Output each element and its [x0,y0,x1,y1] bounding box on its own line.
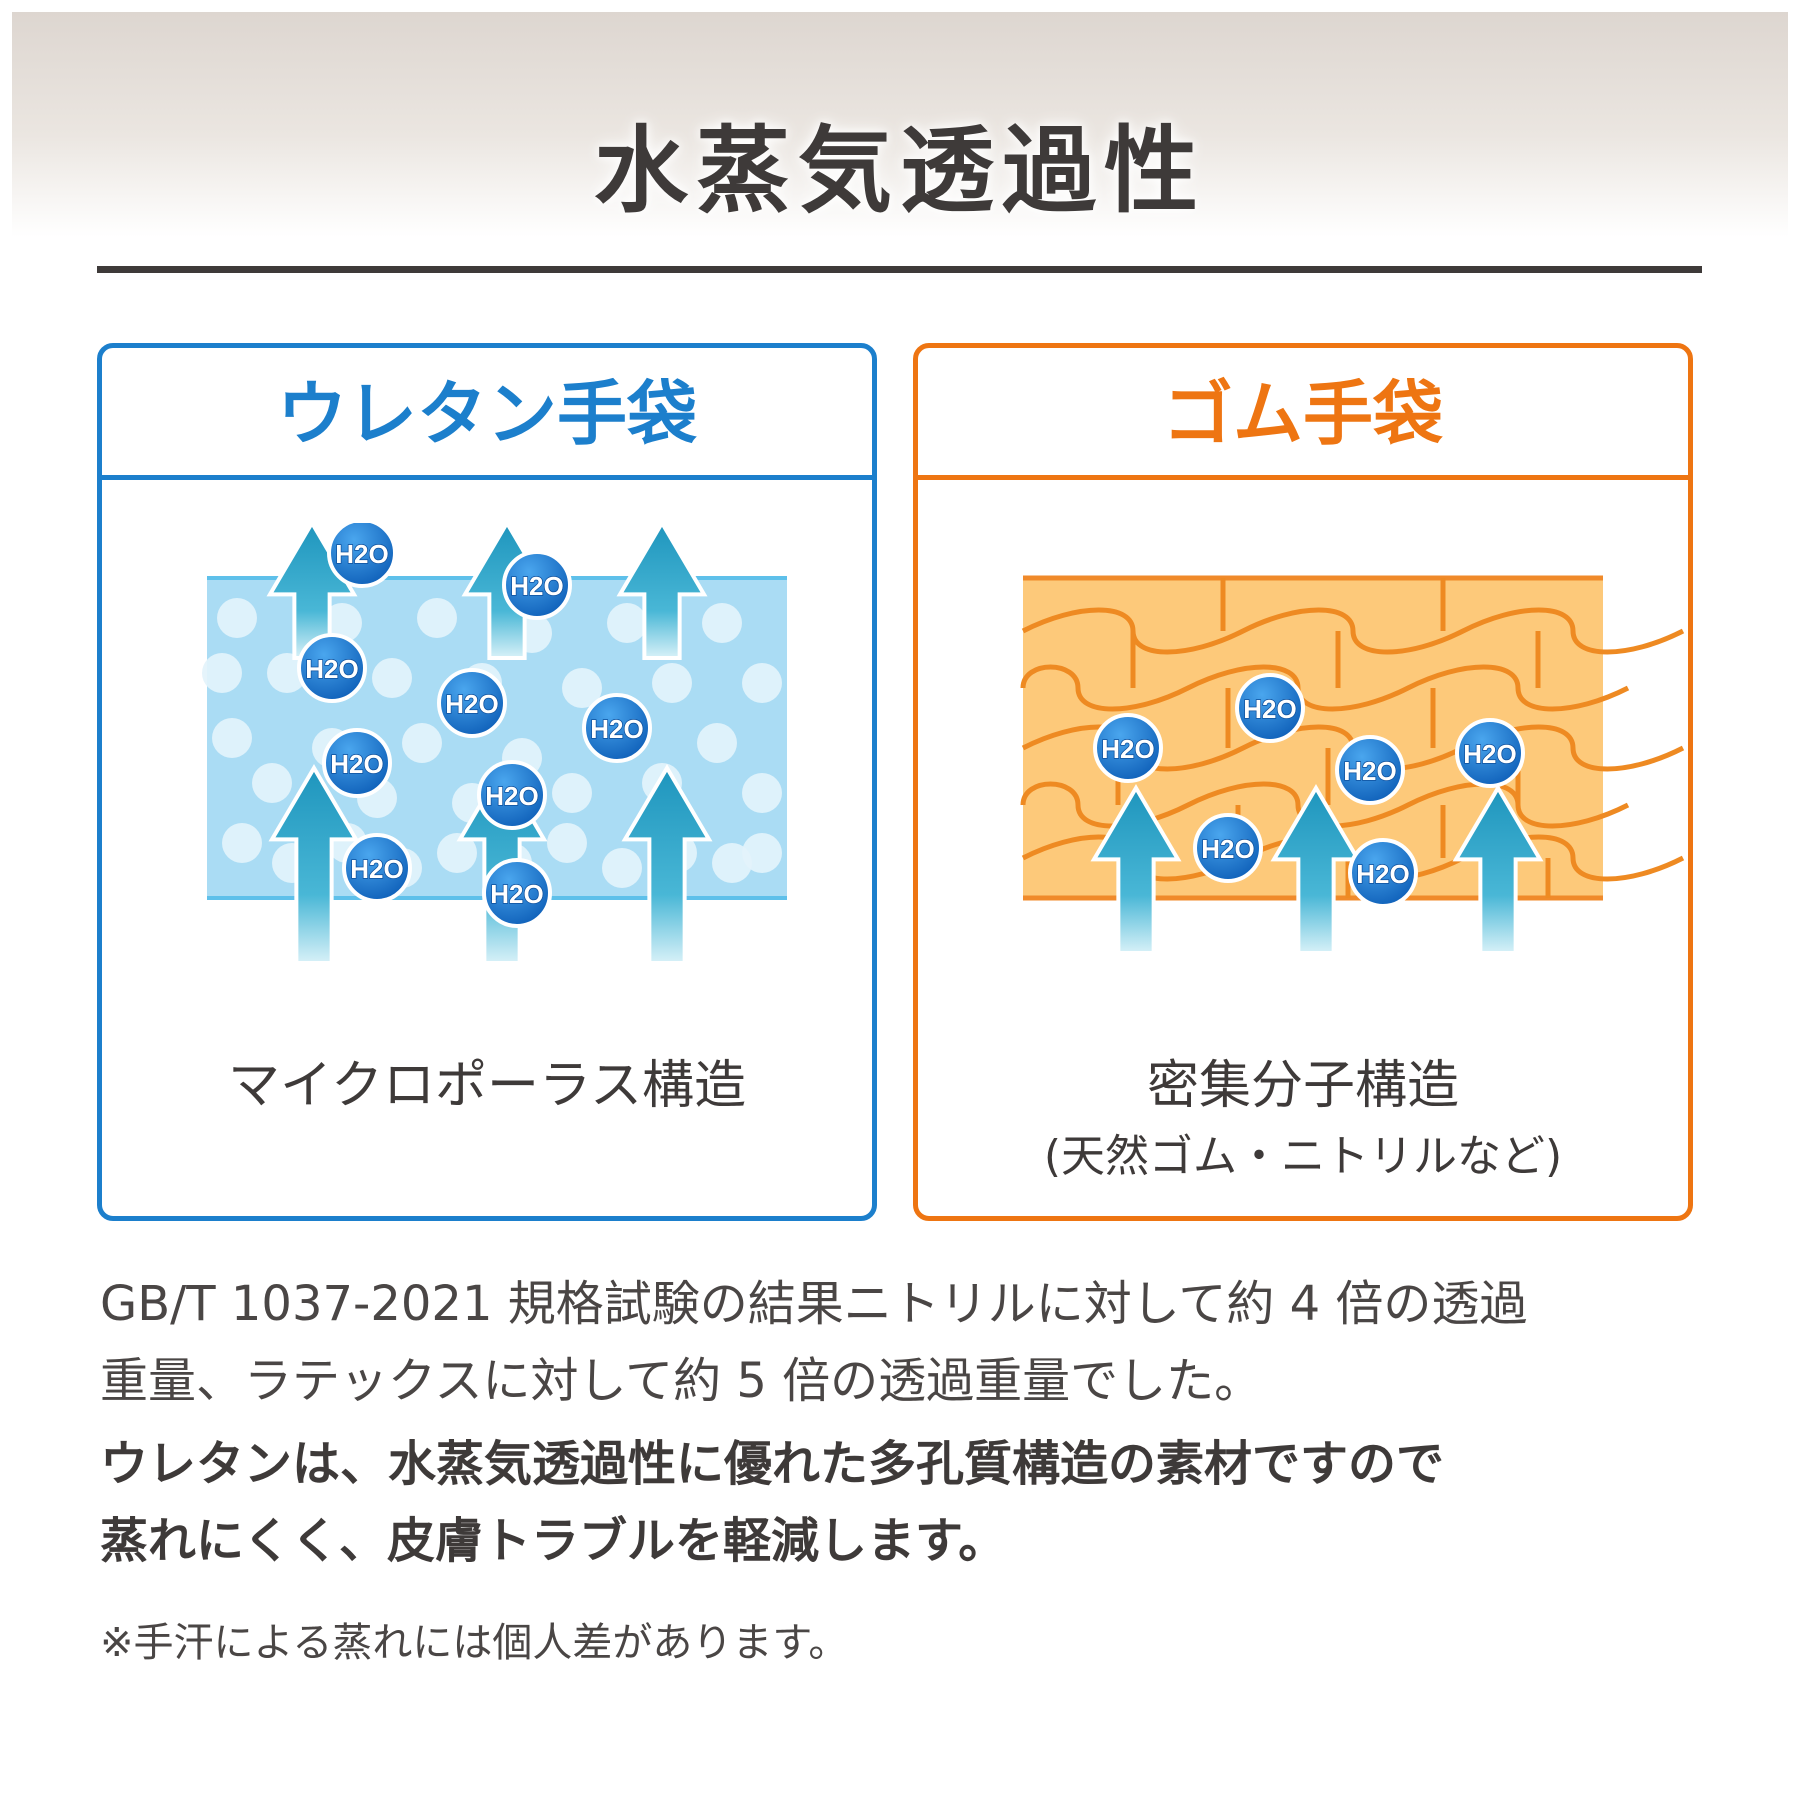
pore [552,773,592,813]
h2o-molecule-icon: H2O [1348,838,1418,908]
svg-text:H2O: H2O [1463,739,1516,769]
svg-text:H2O: H2O [490,879,543,909]
h2o-molecule-icon: H2O [1193,813,1263,883]
rubber-heading: ゴム手袋 [918,348,1688,480]
svg-text:H2O: H2O [445,689,498,719]
pore [652,663,692,703]
pore [562,668,602,708]
description-line-1: GB/T 1037-2021 規格試験の結果ニトリルに対して約 4 倍の透過 [100,1276,1528,1332]
pore [217,598,257,638]
urethane-heading: ウレタン手袋 [102,348,872,480]
pore [697,723,737,763]
pore [742,663,782,703]
h2o-molecule-icon: H2O [1335,735,1405,805]
h2o-molecule-icon: H2O [1235,673,1305,743]
h2o-molecule-icon: H2O [437,668,507,738]
h2o-molecule-icon: H2O [477,760,547,830]
svg-text:H2O: H2O [1101,734,1154,764]
pore [212,718,252,758]
rubber-panel: ゴム手袋 H2O H2O H2O H2O H2O H2O 密集分子構造 (天然ゴム・ニトリ… [913,343,1693,1221]
arrow-up-icon [268,764,360,965]
svg-text:H2O: H2O [305,654,358,684]
arrow-up-icon [1090,784,1182,955]
description-bold-line-2: 蒸れにくく、皮膚トラブルを軽減します。 [100,1513,1007,1569]
h2o-molecule-icon: H2O [297,633,367,703]
dense-molecule-illustration: H2O H2O H2O H2O H2O H2O [1020,575,1685,955]
pore [607,603,647,643]
pore [252,763,292,803]
arrow-up-icon [1452,784,1544,955]
svg-text:H2O: H2O [1343,756,1396,786]
molecule-chain-line [1020,781,1630,829]
svg-text:H2O: H2O [335,539,388,569]
svg-text:H2O: H2O [485,781,538,811]
svg-text:H2O: H2O [1201,834,1254,864]
description-line-2: 重量、ラテックスに対して約 5 倍の透過重量でした。 [100,1353,1263,1409]
footnote: ※手汗による蒸れには個人差があります。 [100,1620,849,1666]
urethane-panel: ウレタン手袋 H2O H2O H2O H2O H2O H2O H2O H2O H2O マイクロポ… [97,343,877,1221]
pore [202,653,242,693]
h2o-molecule-icon: H2O [482,858,552,928]
arrow-up-icon [621,764,713,965]
pore [602,848,642,888]
urethane-caption: マイクロポーラス構造 [228,1056,746,1116]
microporous-illustration: H2O H2O H2O H2O H2O H2O H2O H2O H2O [202,523,787,965]
description-bold-line-1: ウレタンは、水蒸気透過性に優れた多孔質構造の素材ですので [100,1436,1445,1492]
h2o-molecule-icon: H2O [342,833,412,903]
rubber-subcaption: (天然ゴム・ニトリルなど) [1043,1131,1563,1182]
rubber-caption: 密集分子構造 [1146,1056,1459,1116]
svg-text:H2O: H2O [1356,859,1409,889]
page-title: 水蒸気透過性 [593,117,1206,226]
pore [417,598,457,638]
svg-text:H2O: H2O [510,571,563,601]
pore [222,823,262,863]
pore [742,833,782,873]
h2o-molecule-icon: H2O [322,728,392,798]
svg-text:H2O: H2O [330,749,383,779]
h2o-molecule-icon: H2O [1455,718,1525,788]
pore [742,773,782,813]
h2o-molecule-icon: H2O [1093,713,1163,783]
header-band [12,12,1788,237]
pore [437,833,477,873]
title-divider [97,266,1702,273]
h2o-molecule-icon: H2O [582,693,652,763]
pore [372,658,412,698]
h2o-molecule-icon: H2O [502,550,572,620]
pore [702,603,742,643]
pore [402,723,442,763]
svg-text:H2O: H2O [1243,694,1296,724]
pore [547,823,587,863]
svg-text:H2O: H2O [590,714,643,744]
pore [267,653,307,693]
svg-text:H2O: H2O [350,854,403,884]
h2o-molecule-icon: H2O [327,523,397,588]
arrow-up-icon [616,523,708,660]
